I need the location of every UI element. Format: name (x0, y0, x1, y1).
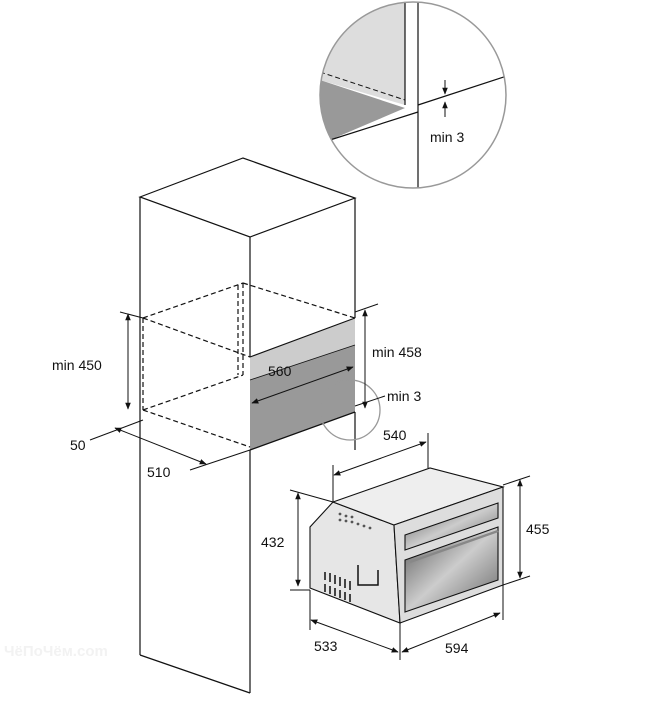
detail-magnifier (319, 1, 507, 189)
front-offset-label: 50 (70, 437, 86, 453)
cabinet-opening-label: min 458 (372, 344, 422, 360)
detail-gap-label: min 3 (430, 129, 465, 145)
oven-depth-top-label: 540 (383, 427, 407, 443)
oven-height-label: 455 (526, 521, 550, 537)
oven-side-height-label: 432 (261, 534, 285, 550)
watermark: ЧёПоЧём.com (4, 643, 108, 660)
oven-depth-label: 533 (314, 638, 338, 654)
niche-depth-label: 510 (147, 464, 171, 480)
oven-illustration (309, 467, 505, 624)
gap-min-label: min 3 (387, 388, 422, 404)
niche-height-label: min 450 (52, 357, 102, 373)
niche-width-label: 560 (268, 363, 292, 379)
oven-width-label: 594 (445, 640, 469, 656)
dimension-lines (89, 303, 531, 660)
tall-cabinet (138, 157, 357, 694)
